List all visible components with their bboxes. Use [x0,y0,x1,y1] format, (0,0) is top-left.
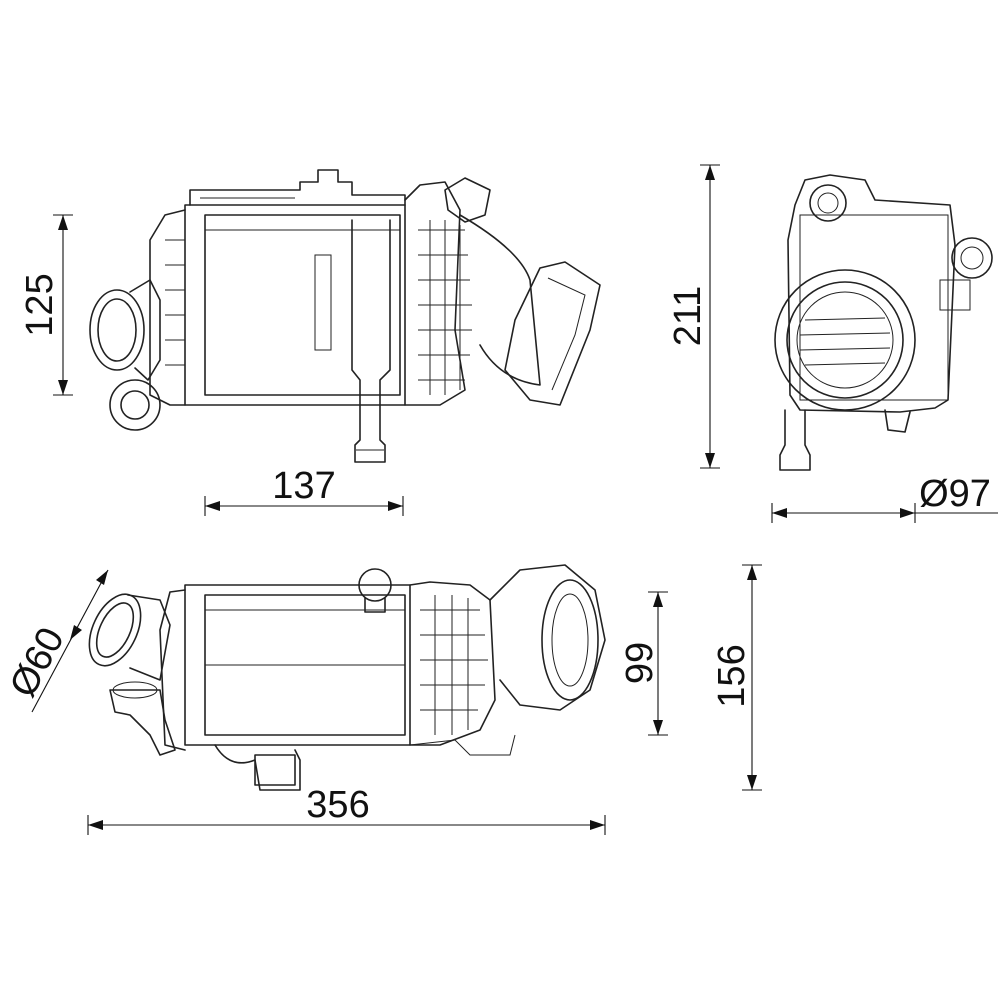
dim-height-top: 156 [711,564,762,791]
dim-diameter-end: Ø97 [771,473,998,523]
dim-label-125: 125 [19,273,61,336]
dim-label-137: 137 [272,465,335,507]
dim-width-front: 137 [204,465,404,516]
dim-label-356: 356 [306,784,369,826]
dim-height-outlet: 99 [619,591,668,736]
dim-diameter-inlet: Ø60 [2,569,109,713]
front-view [89,169,601,463]
dim-label-211: 211 [667,286,709,347]
dim-height-side: 125 [19,214,73,396]
dim-length-total: 356 [87,784,606,835]
dim-label-d97: Ø97 [919,473,991,515]
dim-label-156: 156 [711,644,753,707]
top-view [88,564,606,791]
dim-label-99: 99 [619,642,661,684]
end-view [774,174,993,471]
dim-label-d60: Ø60 [2,621,73,704]
dim-height-end: 211 [667,164,720,469]
